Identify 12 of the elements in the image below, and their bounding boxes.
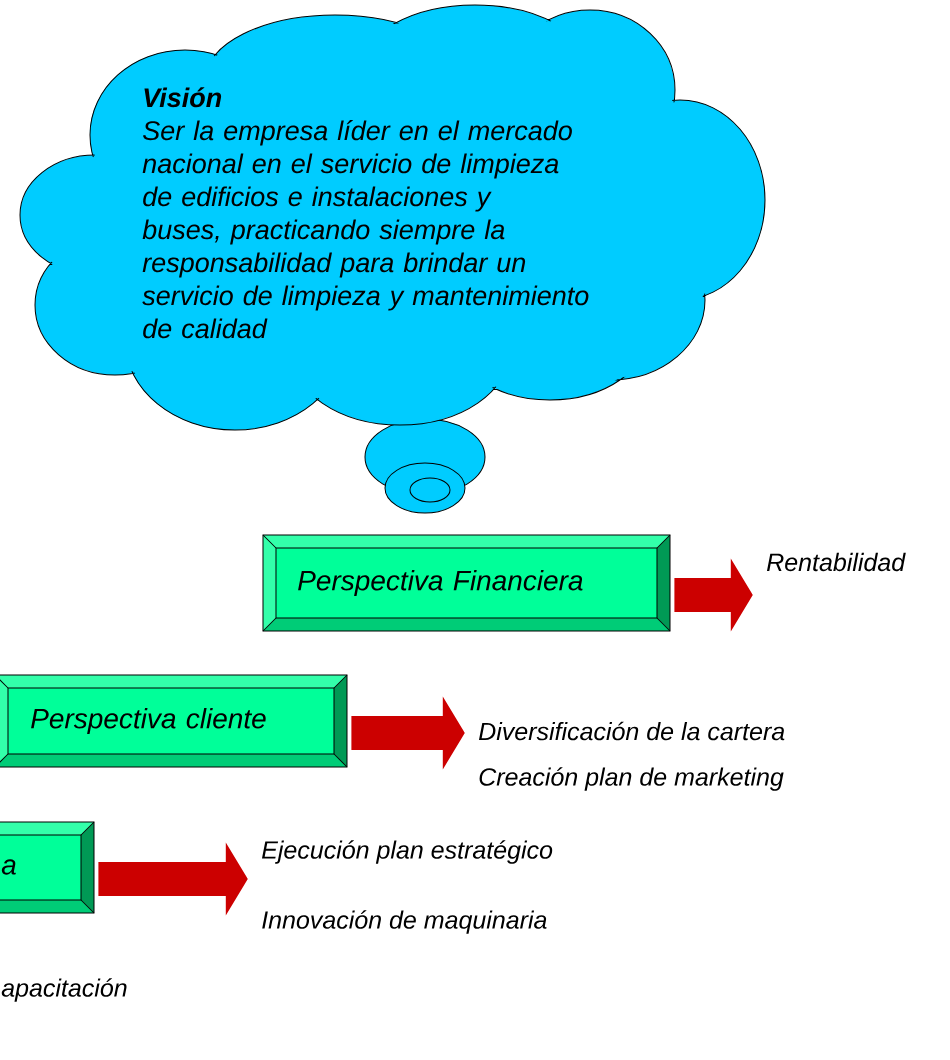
- node-label: Visión: [144, 87, 222, 108]
- item-text: Rentabilidad: [766, 552, 906, 572]
- bevel-box: Perspectiva cliente: [0, 674, 348, 768]
- bevel-box: Perspectiva Financiera: [262, 534, 671, 632]
- node-label: Ser la empresa líder en el mercado nacional en el servicio de limpieza de edificios e instalaciones y buses, practicando siempre la responsabilidad para brindar un servicio de limpieza y mantenimiento de calidad: [142, 120, 589, 339]
- item-text: Diversificación de la cartera: [478, 721, 785, 741]
- bevel-box: a: [0, 821, 95, 914]
- item-text: Ejecución plan estratégico: [261, 840, 553, 864]
- item-text: apacitación: [1, 978, 127, 1002]
- thought-cloud: Visión Ser la empresa líder en el mercado nacional en el servicio de limpieza de edificios e instalaciones y buses, practicando siempre la responsabilidad para brindar un servicio de limpieza y mantenimiento de calidad: [19, 4, 766, 514]
- item-text: Creación plan de marketing: [479, 767, 784, 791]
- item-text: Innovación de maquinaria: [262, 910, 547, 934]
